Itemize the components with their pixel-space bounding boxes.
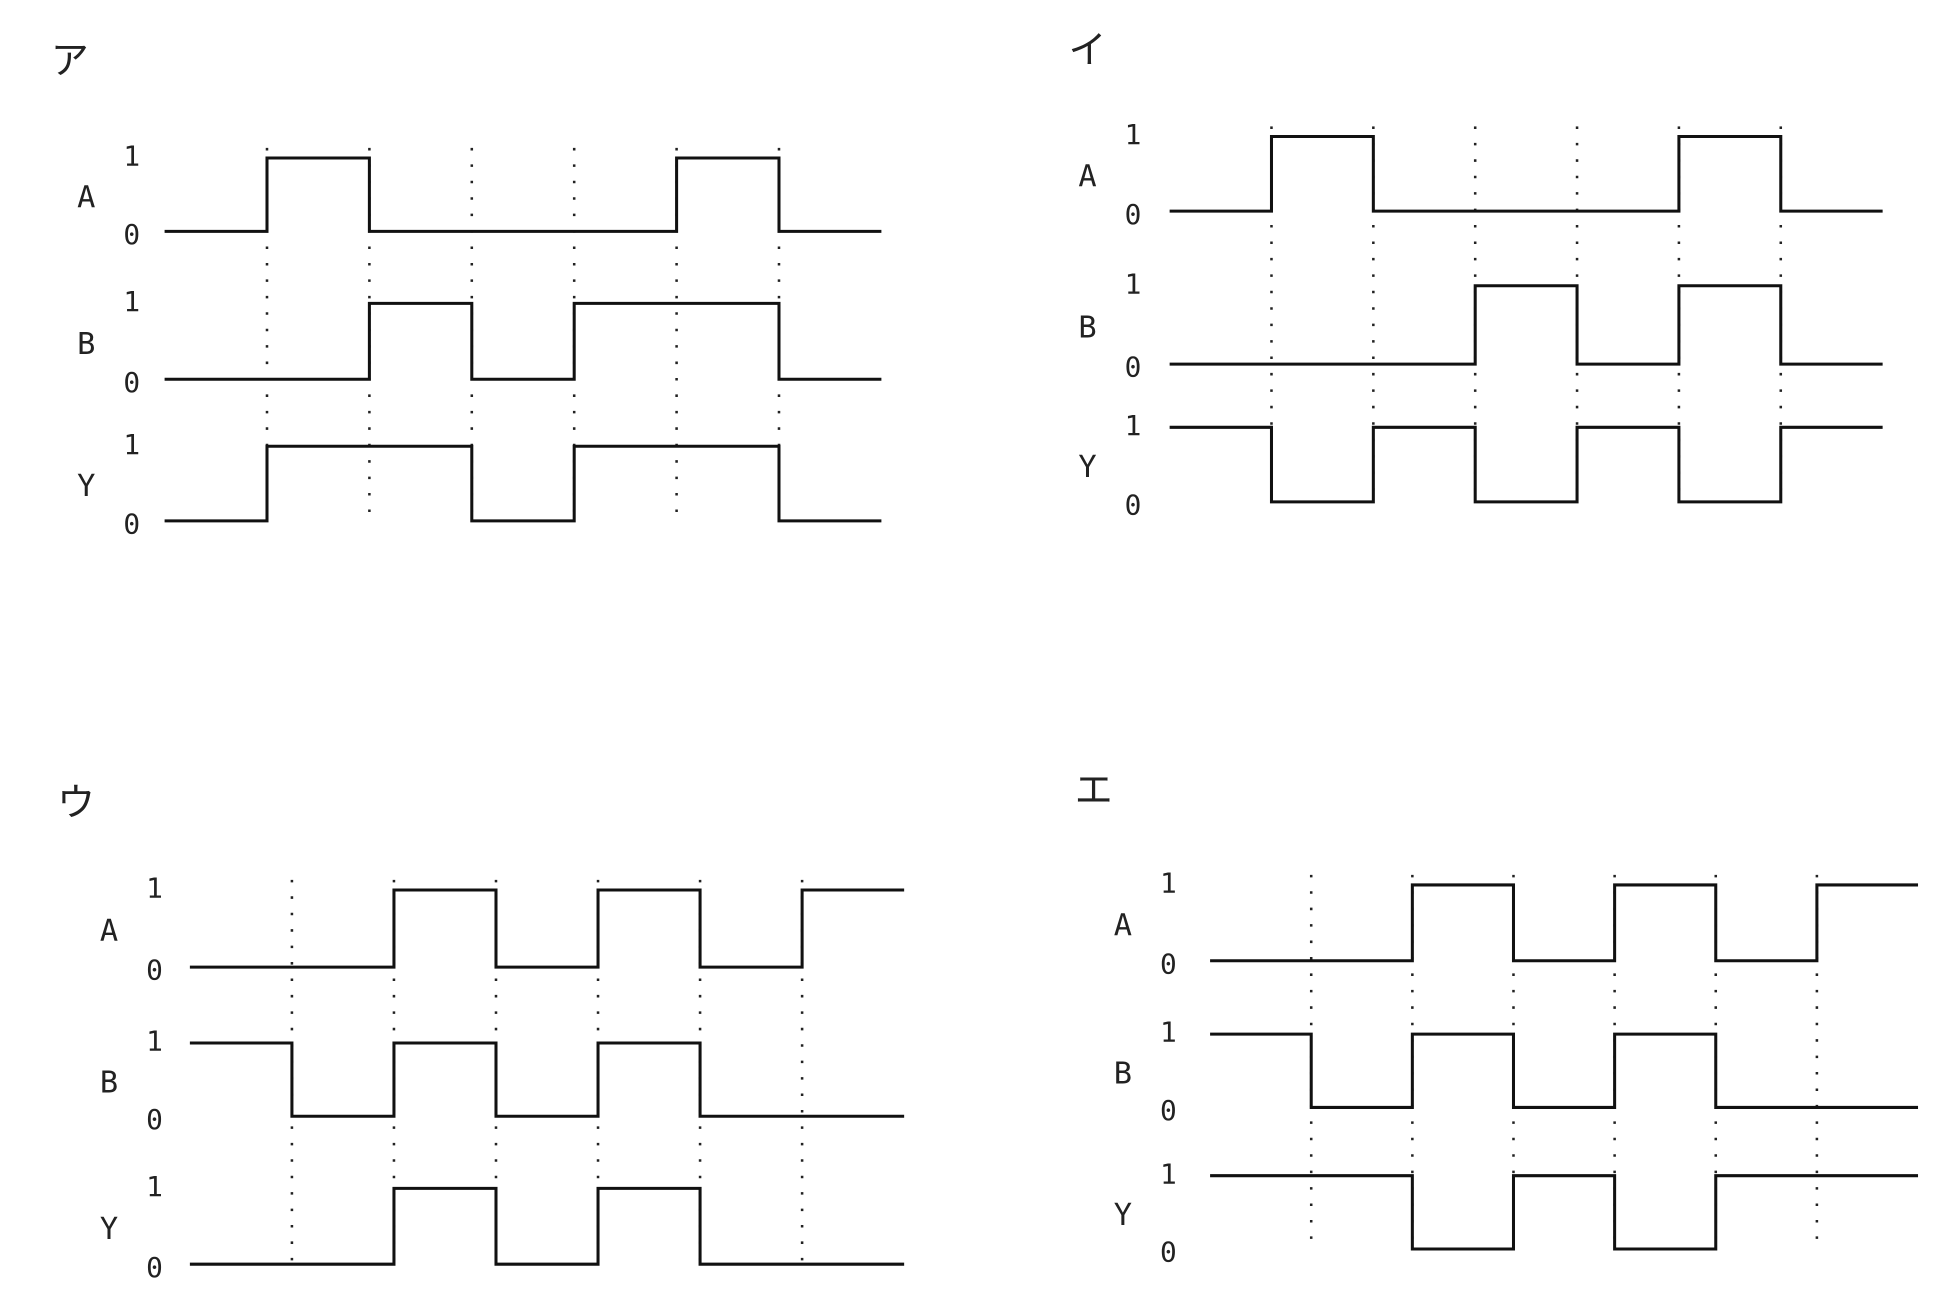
signal-name: A	[1114, 908, 1132, 943]
waveform-y	[1169, 425, 1883, 504]
low-level-label: 0	[1125, 489, 1142, 522]
low-level-label: 0	[1160, 1236, 1177, 1269]
waveform-a	[164, 156, 882, 233]
low-level-label: 0	[146, 1251, 163, 1284]
low-level-label: 0	[1125, 198, 1142, 231]
high-level-label: 1	[1160, 1016, 1177, 1049]
waveform-y	[189, 1186, 905, 1266]
signal-name: Y	[77, 469, 95, 504]
panel-title: エ	[1075, 768, 1113, 812]
waveform-b	[189, 1041, 905, 1118]
signal-name: B	[1114, 1056, 1132, 1091]
high-level-label: 1	[1125, 267, 1142, 300]
panel-title: ア	[51, 38, 89, 82]
signal-name: B	[100, 1065, 118, 1100]
waveform-a	[1210, 883, 1919, 963]
signal-name: Y	[100, 1212, 118, 1247]
high-level-label: 1	[1160, 1157, 1177, 1190]
high-level-label: 1	[123, 285, 140, 318]
signal-name: A	[77, 180, 95, 215]
low-level-label: 0	[1125, 351, 1142, 384]
waveform-b	[1169, 284, 1883, 366]
high-level-label: 1	[123, 428, 140, 461]
waveform-a	[189, 888, 905, 969]
high-level-label: 1	[146, 872, 163, 905]
high-level-label: 1	[146, 1170, 163, 1203]
low-level-label: 0	[146, 1103, 163, 1136]
low-level-label: 0	[123, 218, 140, 251]
high-level-label: 1	[1125, 409, 1142, 442]
low-level-label: 0	[146, 954, 163, 987]
low-level-label: 0	[1160, 947, 1177, 980]
high-level-label: 1	[1160, 867, 1177, 900]
signal-name: B	[77, 327, 95, 362]
high-level-label: 1	[146, 1025, 163, 1058]
high-level-label: 1	[1125, 118, 1142, 151]
high-level-label: 1	[123, 140, 140, 173]
waveform-y	[164, 444, 882, 523]
signal-name: A	[1078, 159, 1096, 194]
panel-title: イ	[1068, 28, 1106, 72]
signal-name: A	[100, 914, 118, 949]
low-level-label: 0	[1160, 1094, 1177, 1127]
signal-name: B	[1078, 311, 1096, 346]
low-level-label: 0	[123, 507, 140, 540]
signal-name: Y	[1078, 450, 1096, 485]
panel-title: ウ	[57, 780, 95, 824]
low-level-label: 0	[123, 366, 140, 399]
waveform-b	[164, 301, 882, 381]
waveform-b	[1210, 1032, 1919, 1109]
signal-name: Y	[1114, 1198, 1132, 1233]
waveform-y	[1210, 1174, 1919, 1251]
waveform-a	[1169, 135, 1883, 213]
